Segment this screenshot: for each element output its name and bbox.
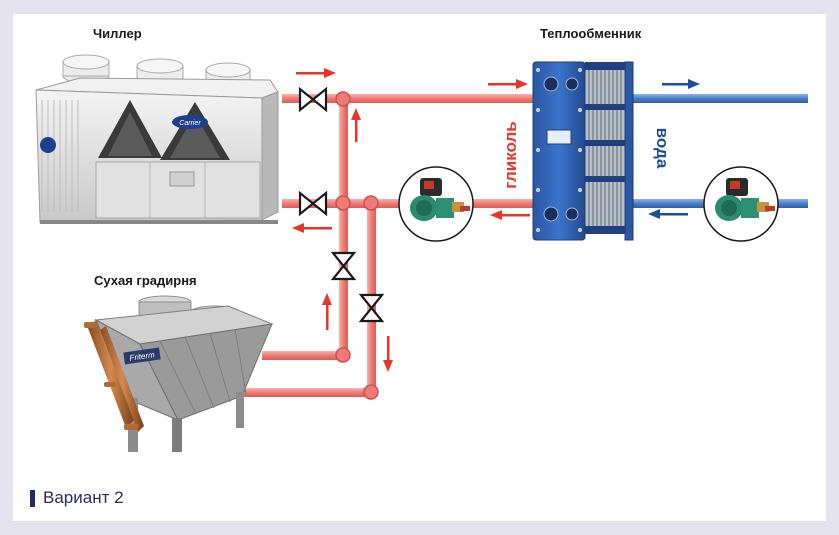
carrier-logo-icon: [172, 115, 208, 129]
dry-cooler-title: Сухая градирня: [94, 273, 197, 288]
drycooler-inlet-pipe: [228, 388, 376, 397]
arrow-left-icon: [292, 223, 332, 233]
plate-heat-exchanger: [532, 61, 634, 241]
tee-junction: [363, 195, 379, 211]
tee-junction: [335, 91, 351, 107]
arrow-right-icon: [296, 68, 336, 78]
glycol-label: гликоль: [501, 121, 520, 188]
heat-exchanger-title: Теплообменник: [540, 26, 642, 41]
arrow-left-icon: [490, 210, 530, 220]
caption-marker: [30, 489, 35, 507]
glycol-supply-pipe: [282, 94, 534, 103]
arrow-up-icon: [351, 108, 361, 142]
water-label: вода: [653, 128, 672, 169]
glycol-flow-arrows: [292, 68, 530, 372]
variant-caption: Вариант 2: [30, 488, 124, 508]
dry-cooler-unit: Friterm: [84, 295, 274, 452]
tee-junction: [335, 347, 351, 363]
valve-icon: [330, 251, 357, 281]
arrow-right-icon: [488, 79, 528, 89]
glycol-riser-left: [339, 98, 348, 356]
chiller-brand-text: Carrier: [179, 120, 201, 127]
arrow-right-icon: [662, 79, 700, 89]
valve-icon: [298, 86, 328, 113]
water-flow-arrows: [648, 79, 700, 219]
drycooler-brand-text: Friterm: [129, 350, 156, 362]
arrow-up-icon: [322, 293, 332, 330]
water-outlet-pipe: [628, 94, 808, 103]
arrow-left-icon: [648, 209, 688, 219]
valve-icon: [358, 293, 385, 323]
variant-caption-text: Вариант 2: [43, 488, 124, 507]
chiller-unit: Carrier: [35, 54, 279, 224]
tee-junction: [335, 195, 351, 211]
valve-icon: [298, 190, 328, 217]
drycooler-outlet-pipe: [262, 351, 348, 360]
tee-junction: [363, 384, 379, 400]
arrow-down-icon: [383, 336, 393, 372]
glycol-pump: [398, 166, 474, 242]
brand-logo-icon: [40, 137, 56, 153]
water-pump: [703, 166, 779, 242]
chiller-title: Чиллер: [93, 26, 142, 41]
